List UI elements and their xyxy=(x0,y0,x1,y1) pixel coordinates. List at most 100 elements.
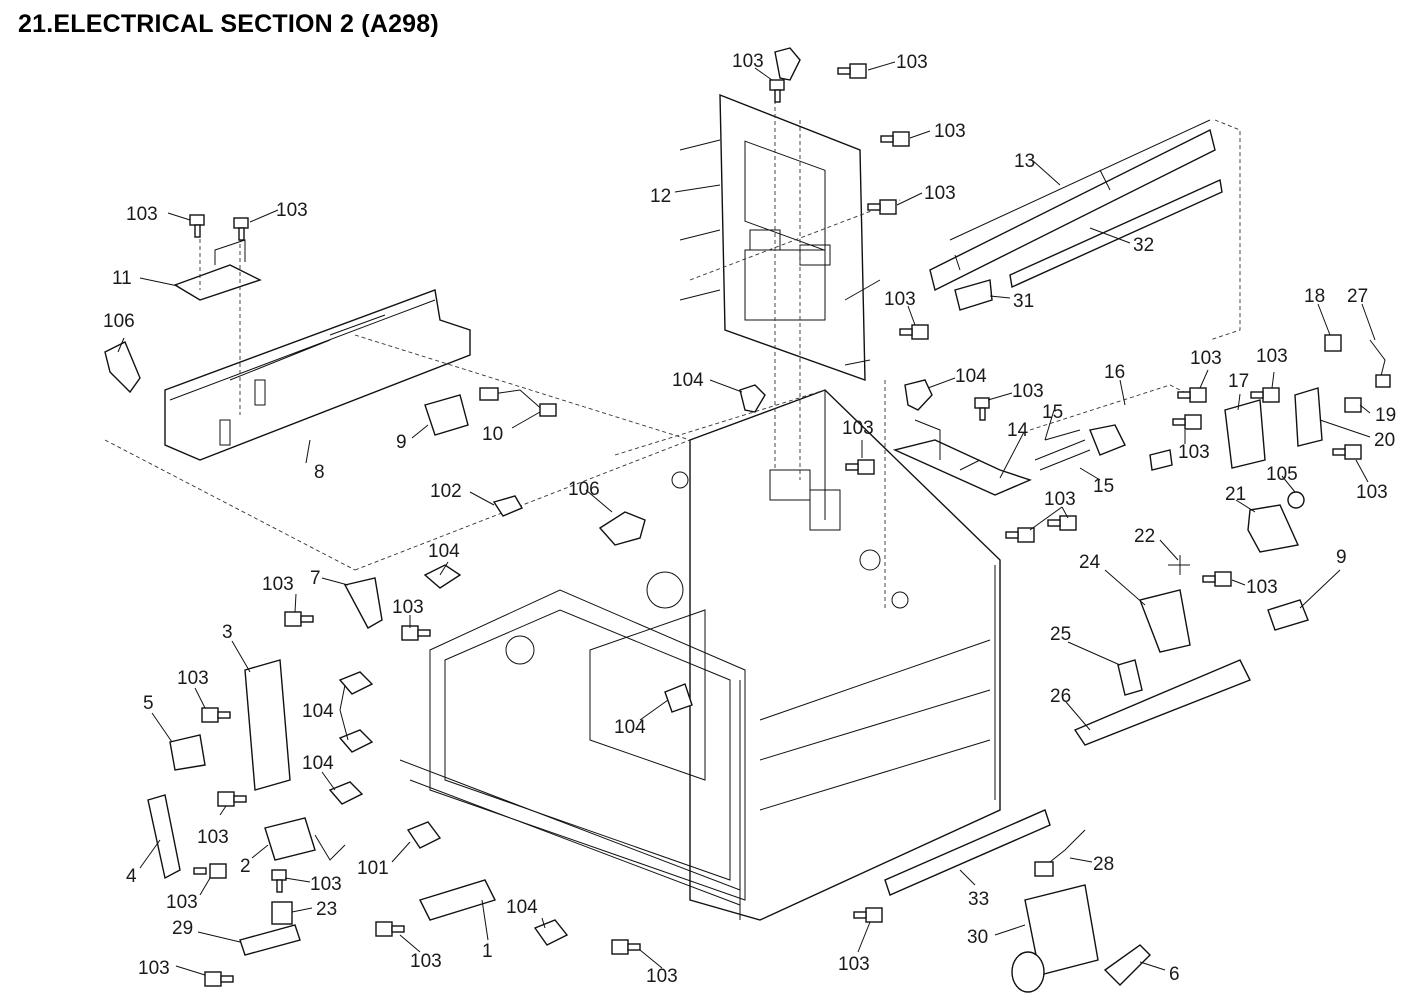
callout-103: 103 xyxy=(1044,489,1076,510)
screw-icon xyxy=(1047,515,1077,531)
callout-103: 103 xyxy=(310,874,342,895)
rail-33 xyxy=(884,809,1051,896)
screw-icon xyxy=(217,791,247,807)
callout-103: 103 xyxy=(177,668,209,689)
clamp-icon xyxy=(739,384,766,413)
callout-30: 30 xyxy=(967,927,988,948)
clamp-icon xyxy=(338,729,374,753)
callout-104: 104 xyxy=(302,701,334,722)
callout-104: 104 xyxy=(672,370,704,391)
ring-105 xyxy=(1287,491,1305,509)
screw-icon xyxy=(1332,444,1362,460)
callout-103: 103 xyxy=(197,827,229,848)
callout-20: 20 xyxy=(1374,430,1395,451)
callout-4: 4 xyxy=(126,866,137,887)
solenoid-30 xyxy=(1024,884,1099,976)
screw-icon xyxy=(1172,414,1202,430)
bracket-106-center xyxy=(598,511,646,546)
callout-14: 14 xyxy=(1007,420,1029,441)
callout-104: 104 xyxy=(955,366,987,387)
callout-8: 8 xyxy=(314,462,325,483)
sensor-9-left xyxy=(424,394,469,436)
bracket-17 xyxy=(1224,399,1266,469)
connector-5 xyxy=(169,734,206,771)
callout-3: 3 xyxy=(222,622,233,643)
clip-102 xyxy=(492,495,524,517)
screw-icon xyxy=(845,459,875,475)
rod-26 xyxy=(1073,659,1251,746)
callout-29: 29 xyxy=(172,918,193,939)
callout-103: 103 xyxy=(166,892,198,913)
part-21 xyxy=(1247,504,1300,553)
callout-26: 26 xyxy=(1050,686,1071,707)
callout-103: 103 xyxy=(896,52,928,73)
screw-icon xyxy=(974,397,990,421)
screw-icon xyxy=(837,63,867,79)
rail-13 xyxy=(929,119,1241,341)
screw-icon xyxy=(769,79,785,103)
clamp-icon xyxy=(664,683,693,713)
callout-104: 104 xyxy=(302,753,334,774)
callout-103: 103 xyxy=(934,121,966,142)
screw-icon xyxy=(1177,387,1207,403)
callout-23: 23 xyxy=(316,899,337,920)
screw-icon xyxy=(1005,527,1035,543)
screw-icon xyxy=(204,971,234,987)
callout-2: 2 xyxy=(240,856,251,877)
callout-32: 32 xyxy=(1133,235,1154,256)
callout-103: 103 xyxy=(838,954,870,975)
callout-28: 28 xyxy=(1093,854,1114,875)
clamp-icon xyxy=(338,671,374,695)
callout-103: 103 xyxy=(1190,348,1222,369)
callout-103: 103 xyxy=(1012,381,1044,402)
clip-25 xyxy=(1117,659,1143,696)
holder-3 xyxy=(244,659,291,791)
callout-105: 105 xyxy=(1266,464,1298,485)
callout-11: 11 xyxy=(112,268,132,289)
callout-102: 102 xyxy=(430,481,462,502)
callout-103: 103 xyxy=(138,958,170,979)
callout-103: 103 xyxy=(262,574,294,595)
callout-103: 103 xyxy=(1256,346,1288,367)
clamp-icon xyxy=(423,564,462,589)
callout-103: 103 xyxy=(126,204,158,225)
callout-103: 103 xyxy=(392,597,424,618)
screw-icon xyxy=(401,625,431,641)
screw-icon xyxy=(201,707,231,723)
plate-29 xyxy=(239,924,301,956)
screw-icon xyxy=(880,131,910,147)
screw-icon xyxy=(375,921,405,937)
callout-12: 12 xyxy=(650,186,671,207)
callout-21: 21 xyxy=(1225,484,1246,505)
callout-27: 27 xyxy=(1347,286,1368,307)
screw-icon xyxy=(189,214,205,238)
bracket-12 xyxy=(679,93,901,480)
callout-16: 16 xyxy=(1104,362,1125,383)
clamp-icon xyxy=(904,379,933,411)
bracket-7 xyxy=(343,577,383,629)
screw-icon xyxy=(867,199,897,215)
page-title: 21.ELECTRICAL SECTION 2 (A298) xyxy=(18,10,439,38)
bracket-1 xyxy=(419,879,496,921)
callout-13: 13 xyxy=(1014,151,1035,172)
callout-103: 103 xyxy=(646,966,678,987)
screw-icon xyxy=(233,217,249,241)
callout-101: 101 xyxy=(357,858,389,879)
callout-22: 22 xyxy=(1134,526,1155,547)
screw-icon xyxy=(853,907,883,923)
clamp-101 xyxy=(406,821,442,849)
bracket-4 xyxy=(147,794,181,880)
callout-103: 103 xyxy=(1178,442,1210,463)
callout-17: 17 xyxy=(1228,371,1249,392)
callout-103: 103 xyxy=(410,951,442,972)
sensor-9-right xyxy=(1267,599,1309,631)
callout-18: 18 xyxy=(1304,286,1325,307)
part-19 xyxy=(1344,397,1362,413)
callout-103: 103 xyxy=(884,289,916,310)
callout-19: 19 xyxy=(1375,405,1396,426)
board-8 xyxy=(104,289,691,571)
callout-6: 6 xyxy=(1169,964,1180,985)
callout-104: 104 xyxy=(428,541,460,562)
callout-9: 9 xyxy=(1336,547,1347,568)
screw-icon xyxy=(193,863,227,879)
